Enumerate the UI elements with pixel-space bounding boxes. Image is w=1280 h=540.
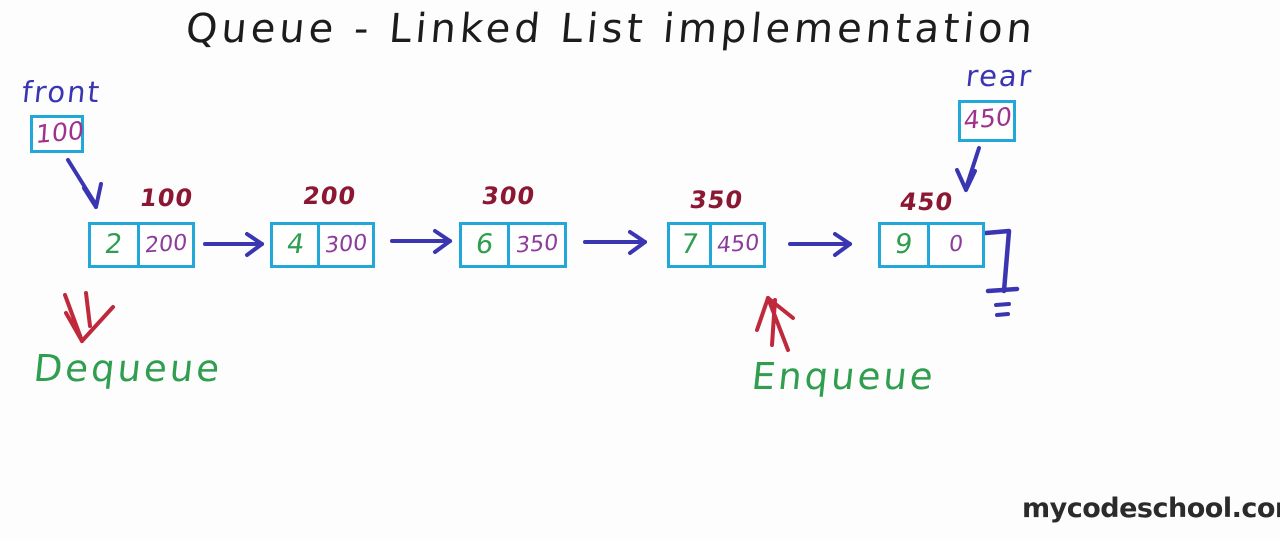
- front-pointer-value: 100: [34, 115, 85, 150]
- node-data-value: 7: [678, 228, 701, 260]
- node-next-cell: 450: [712, 225, 763, 265]
- node-data-cell: 4: [273, 225, 321, 265]
- node-next-value: 200: [143, 230, 189, 259]
- list-node: 7 450: [667, 222, 766, 268]
- rear-pointer-box: [958, 100, 1016, 142]
- dequeue-arrow-icon: [63, 291, 115, 343]
- node-next-value: 300: [323, 230, 369, 259]
- node-data-cell: 2: [91, 225, 141, 265]
- list-node: 6 350: [459, 222, 567, 268]
- enqueue-label: Enqueue: [749, 355, 939, 398]
- dequeue-label: Dequeue: [31, 347, 225, 390]
- rear-pointer-arrow: [955, 146, 981, 192]
- rear-pointer-label: rear: [964, 59, 1035, 93]
- enqueue-arrow-icon: [755, 296, 795, 352]
- node-address-label: 450: [898, 188, 956, 216]
- node-data-value: 9: [893, 228, 915, 260]
- list-node: 9 0: [878, 222, 985, 268]
- node-next-cell: 0: [930, 225, 982, 265]
- front-pointer-box: [30, 115, 84, 153]
- list-node: 2 200: [88, 222, 195, 268]
- node-data-cell: 6: [462, 225, 511, 265]
- node-next-value: 450: [715, 230, 760, 259]
- front-pointer-label: front: [20, 75, 103, 109]
- node-data-value: 2: [103, 228, 125, 260]
- node-address-label: 350: [688, 186, 746, 214]
- node-address-label: 100: [138, 184, 196, 212]
- front-pointer-arrow: [66, 158, 103, 209]
- link-arrow-0-to-1: [203, 232, 264, 257]
- link-arrow-2-to-3: [583, 230, 647, 255]
- node-next-cell: 350: [510, 225, 564, 265]
- node-next-value: 350: [514, 230, 560, 259]
- node-data-cell: 9: [881, 225, 931, 265]
- node-next-cell: 200: [140, 225, 192, 265]
- node-address-label: 300: [480, 182, 538, 210]
- node-data-cell: 7: [670, 225, 713, 265]
- node-data-value: 4: [284, 228, 306, 260]
- link-arrow-1-to-2: [390, 229, 452, 254]
- rear-pointer-value: 450: [962, 101, 1013, 136]
- node-next-value: 0: [947, 231, 965, 258]
- list-node: 4 300: [270, 222, 375, 268]
- link-arrow-3-to-4: [788, 232, 852, 257]
- node-next-cell: 300: [320, 225, 372, 265]
- node-address-label: 200: [301, 182, 359, 210]
- node-data-value: 6: [473, 228, 496, 260]
- page-title: Queue - Linked List implementation: [183, 6, 1039, 52]
- null-ground-icon: [983, 228, 1020, 317]
- watermark: mycodeschool.com: [1022, 493, 1280, 524]
